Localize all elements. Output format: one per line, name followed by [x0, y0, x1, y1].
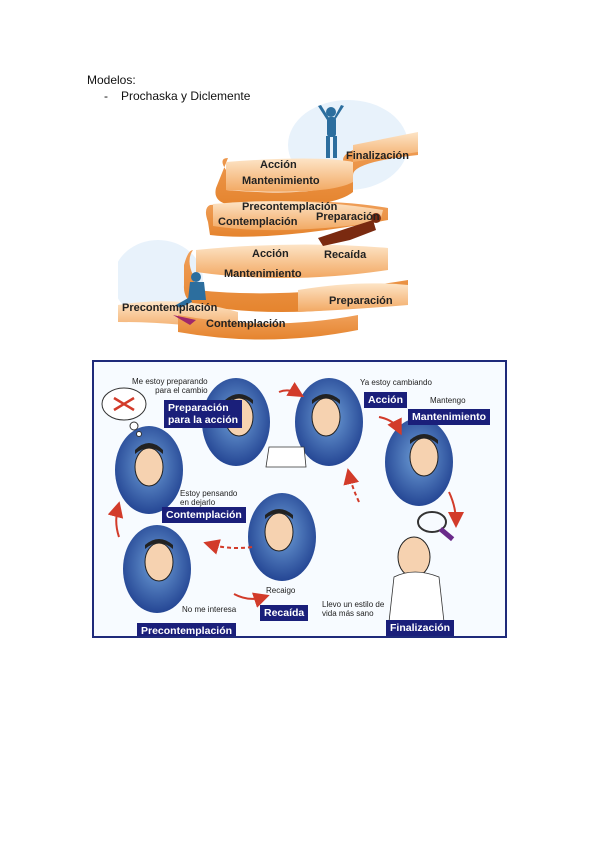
spiral-label-finalizacion: Finalización: [346, 150, 409, 162]
spiral-label-accion-top: Acción: [260, 159, 297, 171]
spiral-label-contemplacion-low: Contemplación: [206, 318, 286, 330]
spiral-label-mantenimiento-low: Mantenimiento: [224, 268, 302, 280]
spiral-label-recaida: Recaída: [324, 249, 367, 261]
stage-label-precontemplacion: Precontemplación: [137, 623, 237, 636]
caption-pensando: Estoy pensando en dejarlo: [180, 489, 238, 507]
stage-label-mantenimiento: Mantenimiento: [408, 409, 491, 425]
bullet-marker: -: [104, 89, 108, 103]
caption-no-interesa: No me interesa: [182, 605, 237, 614]
spiral-label-contemplacion-mid: Contemplación: [218, 216, 298, 228]
spiral-label-accion-low: Acción: [252, 248, 289, 260]
caption-recaigo: Recaigo: [266, 586, 296, 595]
climber-bottom-figure: [176, 272, 206, 308]
climber-top-figure: [318, 105, 344, 158]
spiral-label-mantenimiento-top: Mantenimiento: [242, 175, 320, 187]
spiral-band-illustration: [113, 100, 418, 340]
stage-label-preparacion: Preparación para la acción: [164, 400, 243, 428]
spiral-model-figure: Finalización Acción Mantenimiento Precon…: [113, 100, 418, 340]
thought-bubble: [101, 387, 147, 437]
spiral-label-precontemplacion-low: Precontemplación: [122, 302, 218, 314]
caption-preparando: Me estoy preparando para el cambio: [132, 377, 208, 395]
spiral-label-preparacion-mid: Preparación: [316, 211, 380, 223]
falling-figure: [318, 213, 381, 246]
heading-modelos: Modelos:: [87, 73, 136, 87]
stage-label-finalizacion: Finalización: [386, 620, 455, 636]
stage-label-accion: Acción: [364, 392, 408, 408]
bullet-text: Prochaska y Diclemente: [121, 89, 251, 103]
stage-label-recaida: Recaída: [260, 605, 309, 621]
stage-label-contemplacion: Contemplación: [162, 507, 246, 523]
caption-estilo: Llevo un estilo de vida más sano: [322, 600, 385, 618]
caption-mantengo: Mantengo: [430, 396, 466, 405]
caption-cambiando: Ya estoy cambiando: [360, 378, 432, 387]
spiral-label-preparacion-low: Preparación: [329, 295, 393, 307]
cycle-model-figure: Me estoy preparando para el cambio Ya es…: [92, 360, 507, 638]
spiral-label-precontemplacion-mid: Precontemplación: [242, 201, 338, 213]
